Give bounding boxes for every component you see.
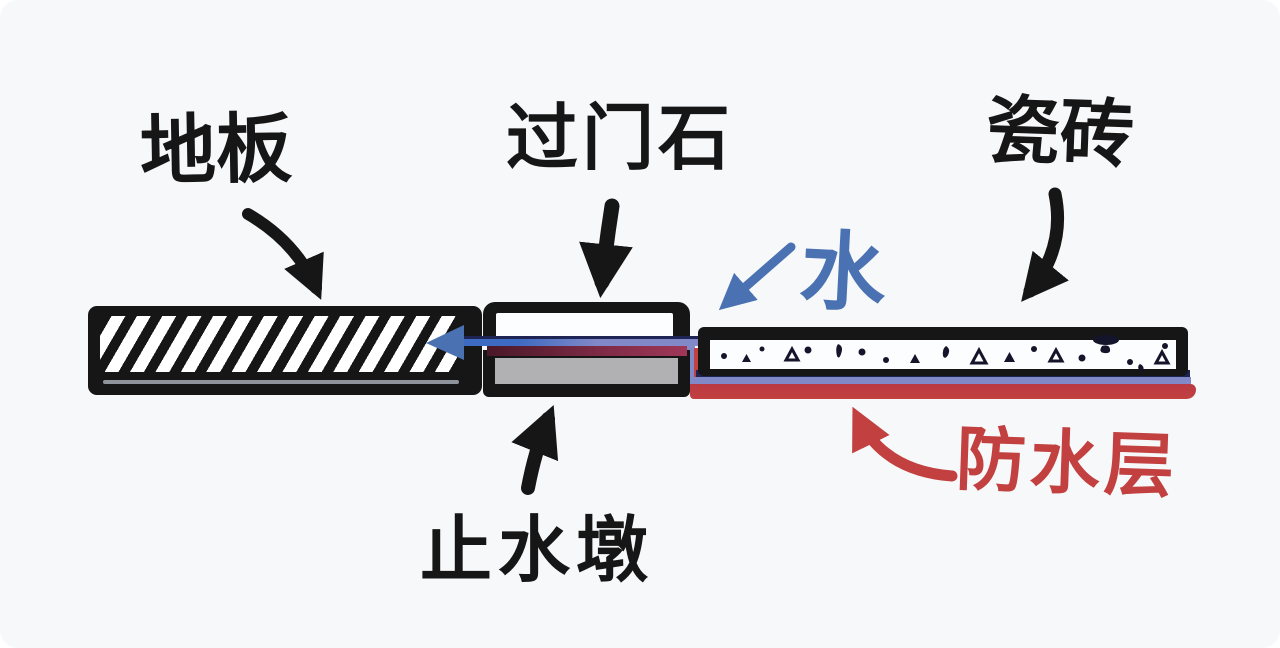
pier-arrow [511,404,559,495]
waterproof-layer-band [690,384,1196,399]
threshold-stone-label: 过门石 [506,96,735,180]
tile-bar [698,327,1188,376]
floor-label: 地板 [139,103,293,196]
water-stop-pier-label: 止水墩 [420,508,655,592]
threshold-arrow [579,198,633,299]
water-seep-line [458,336,698,346]
tile-arrow [1021,187,1069,302]
tile-label: 瓷砖 [984,87,1136,179]
water-stop-pier-block [495,358,678,384]
floorboard-hatch-pattern [100,316,458,372]
waterproof-layer-label: 防水层 [954,418,1180,508]
tile-speckled-interior [710,340,1176,369]
water-label: 水 [797,220,889,326]
water-arrow [718,242,796,311]
floor-arrow [242,208,324,300]
floorboard-bar [88,306,482,395]
water-path-under-tile [694,377,1191,385]
waterproof-arrow [852,406,958,482]
floorboard-underlay-line [103,380,459,384]
waterproof-under-threshold [487,344,687,356]
